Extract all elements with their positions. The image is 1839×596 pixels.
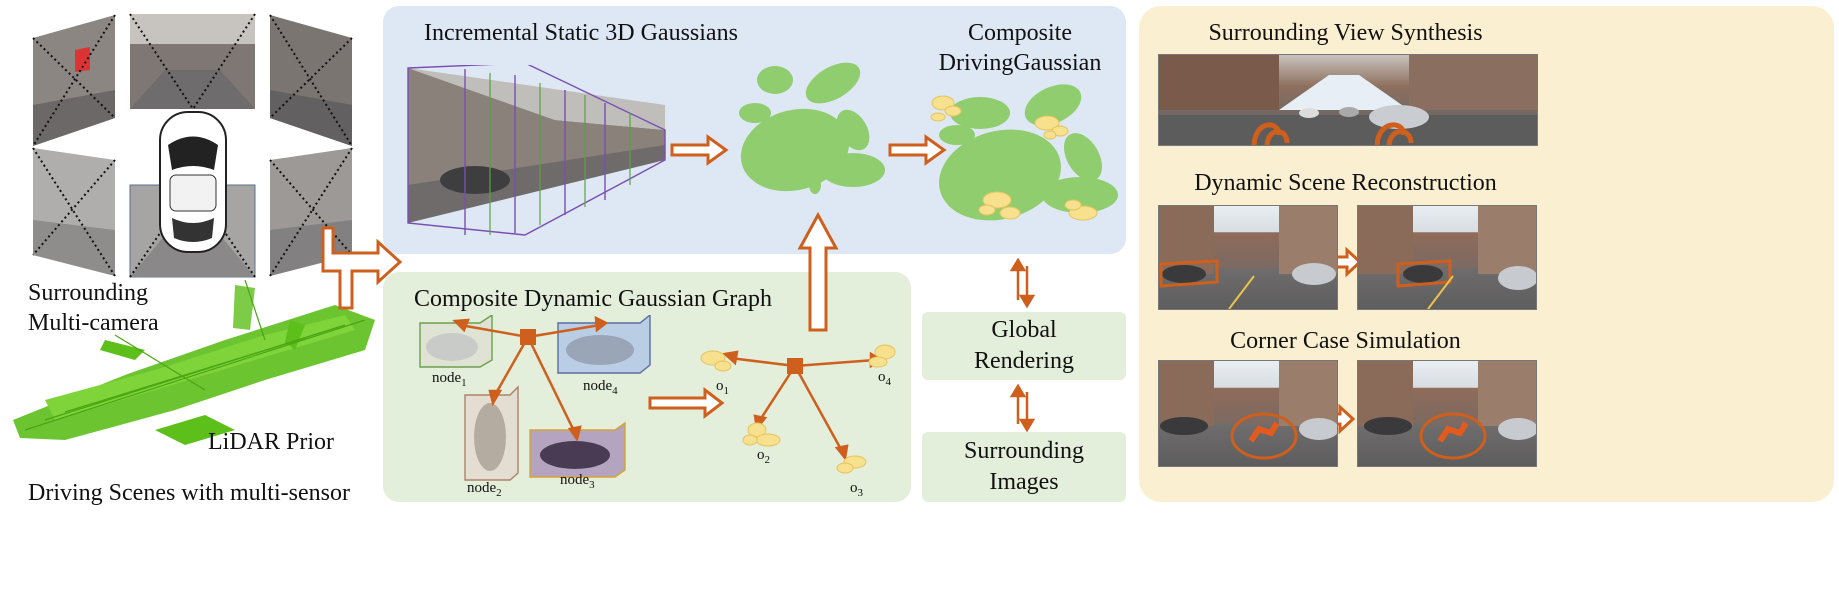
node-3-text: node [560, 472, 590, 488]
camera-view-back-right [269, 147, 353, 277]
ego-car [159, 111, 227, 253]
node-4-box [557, 315, 651, 374]
camera-view-front-right [269, 14, 353, 147]
camera-view-back-left [32, 147, 116, 277]
lidar-points [13, 285, 375, 445]
section-corner-case: Corner Case Simulation [1230, 328, 1461, 354]
node-2-sub: 2 [496, 487, 502, 499]
camera-view-front-left [32, 14, 116, 147]
node-2-label: node2 [467, 480, 502, 499]
composite-gaussians [925, 75, 1120, 235]
object-1-text: o [716, 378, 724, 394]
camera-label: Surrounding Multi-camera [28, 278, 159, 338]
node-1-label: node1 [432, 370, 467, 389]
node-2-box [464, 385, 519, 481]
static-gaussians [735, 55, 890, 200]
node-4-label: node4 [583, 378, 618, 397]
global-rendering-line2: Rendering [974, 348, 1074, 374]
camera-view-front [129, 13, 256, 110]
object-2-text: o [757, 447, 765, 463]
incremental-frustum [405, 65, 670, 245]
object-4-sub: 4 [885, 376, 892, 388]
bottom-caption: Driving Scenes with multi-sensor [28, 480, 350, 506]
camera-label-line2: Multi-camera [28, 310, 159, 336]
reconstruction-image-after [1357, 205, 1537, 310]
corner-case-image-before [1158, 360, 1338, 467]
lidar-point-cloud [5, 280, 385, 460]
node-graph [410, 315, 660, 495]
node-3-label: node3 [560, 472, 595, 491]
camera-rig [30, 10, 360, 280]
object-graph [695, 338, 910, 488]
section-dynamic-reconstruction: Dynamic Scene Reconstruction [1194, 170, 1497, 196]
lidar-label: LiDAR Prior [208, 429, 334, 455]
object-4-text: o [878, 369, 886, 385]
composite-title-line1: Composite [967, 20, 1072, 46]
node-1-sub: 1 [461, 377, 467, 389]
object-3-sub: 3 [857, 487, 864, 499]
surrounding-images-line2: Images [989, 469, 1059, 495]
object-1-sub: 1 [723, 385, 730, 397]
node-3-box [529, 421, 626, 478]
object-3-text: o [850, 480, 858, 496]
reconstruction-image-before [1158, 205, 1338, 310]
node-2-text: node [467, 480, 497, 496]
camera-label-line1: Surrounding [28, 280, 148, 306]
surrounding-images-line1: Surrounding [964, 438, 1084, 464]
composite-title-line2: DrivingGaussian [938, 50, 1102, 76]
object-2-sub: 2 [764, 454, 771, 466]
node-3-sub: 3 [589, 479, 595, 491]
static-panel-title: Incremental Static 3D Gaussians [424, 20, 738, 46]
composite-title: Composite DrivingGaussian [930, 18, 1110, 78]
corner-case-image-after [1357, 360, 1537, 467]
panorama-image [1158, 54, 1538, 146]
graph-panel-title: Composite Dynamic Gaussian Graph [414, 286, 772, 312]
object-3-label: o3 [850, 480, 863, 499]
section-surrounding-view: Surrounding View Synthesis [1208, 20, 1483, 46]
node-4-text: node [583, 378, 613, 394]
object-1-label: o1 [716, 378, 729, 397]
object-2-label: o2 [757, 447, 770, 466]
global-rendering-line1: Global [991, 317, 1057, 343]
node-1-text: node [432, 370, 462, 386]
node-4-sub: 4 [612, 385, 618, 397]
object-4-label: o4 [878, 369, 891, 388]
